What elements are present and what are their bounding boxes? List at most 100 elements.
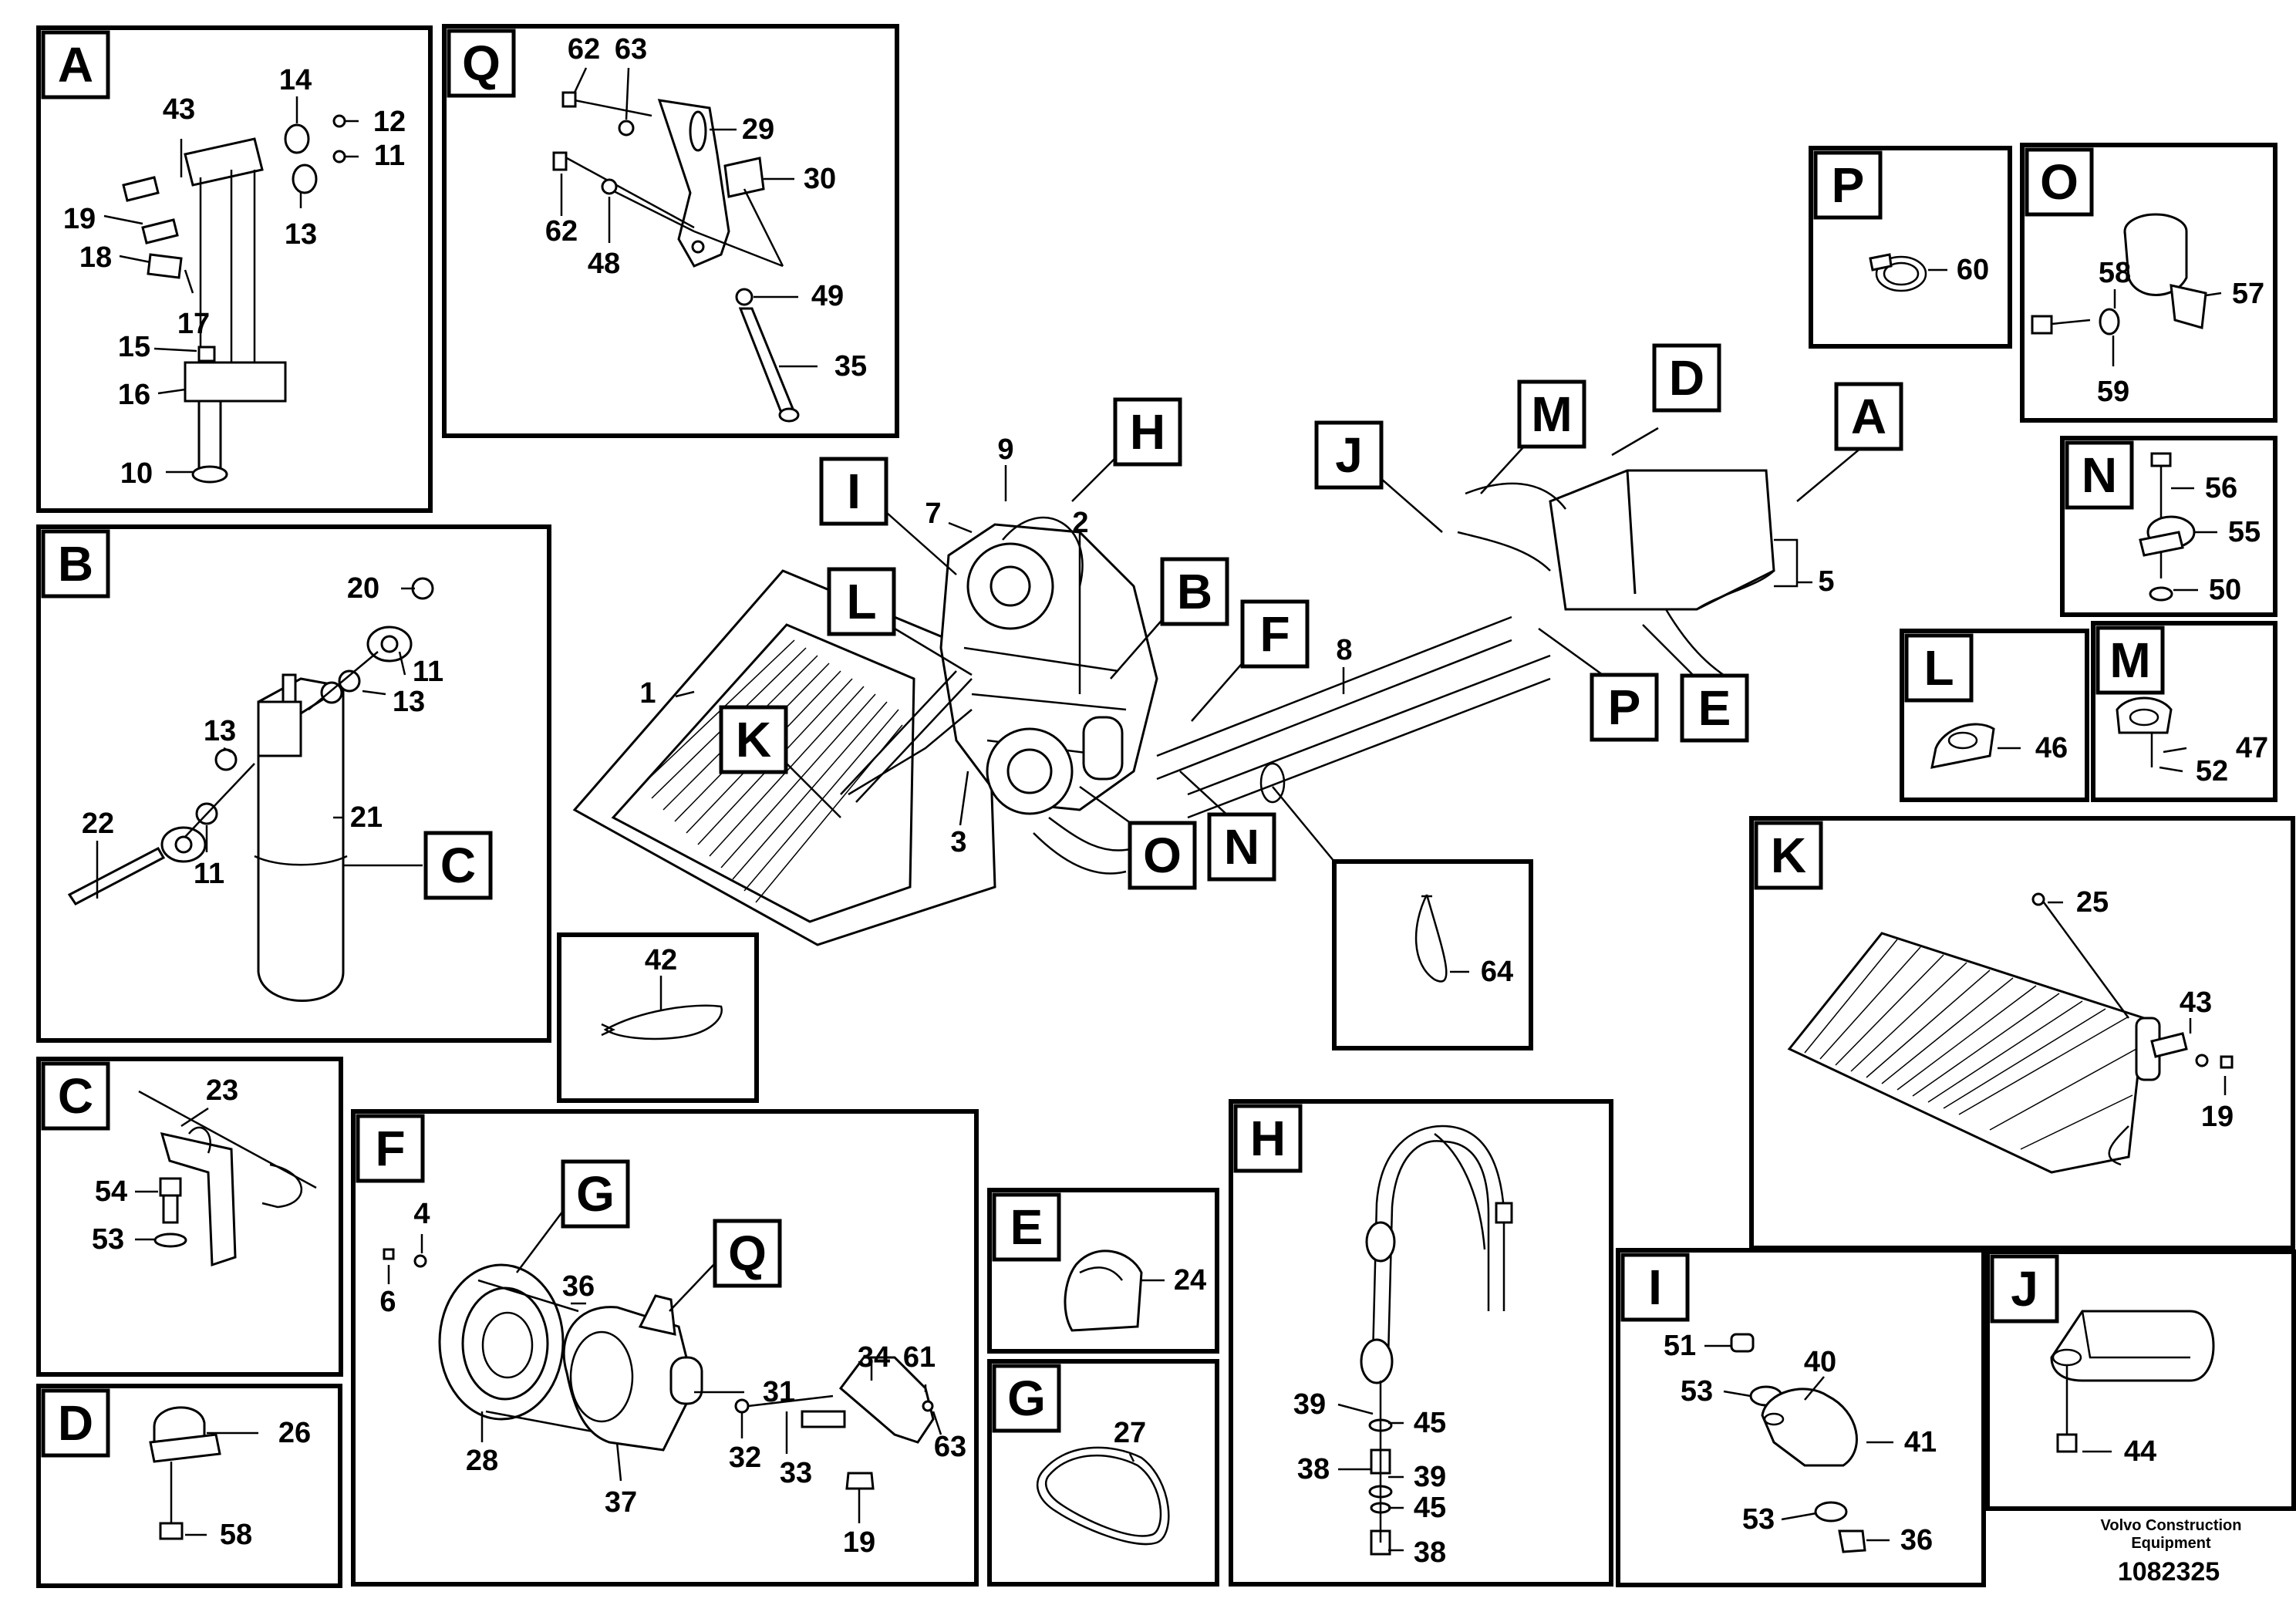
callout-23: 23 [206,1074,238,1107]
detail-box-p: P 60 [1809,146,2012,349]
detail-box-k: K 25 43 19 [1749,816,2295,1250]
callout-28: 28 [466,1445,498,1477]
callout-53: 53 [1681,1375,1713,1408]
detail-box-a: A 43 14 12 11 19 13 18 17 15 16 10 [36,25,433,513]
callout-19: 19 [63,203,96,235]
main-label-o: O [1143,828,1182,883]
callout-17: 17 [177,308,210,340]
callout-30: 30 [804,163,836,195]
callout-34: 34 [858,1341,890,1374]
main-label-i: I [847,464,861,519]
main-label-a: A [1851,389,1886,444]
detail-box-n: N 56 55 50 [2060,436,2277,617]
callout-59: 59 [2097,376,2129,408]
detail-box-o: O 58 57 59 [2020,143,2277,423]
main-label-b: B [1177,564,1212,619]
callout-46: 46 [2035,732,2068,764]
callout-43: 43 [2180,986,2212,1019]
callout-45: 45 [1414,1407,1446,1439]
callout-21: 21 [350,801,383,834]
callout-12: 12 [373,106,406,138]
callout-14: 14 [279,64,312,96]
detail-box-b: B 20 11 13 13 21 22 11 C [36,524,551,1043]
callout-5: 5 [1818,565,1834,598]
box-label-e: E [1010,1199,1043,1255]
detail-box-h: H 39 45 38 39 45 38 [1229,1099,1613,1587]
callout-63: 63 [934,1431,966,1463]
callout-19: 19 [843,1526,875,1559]
callout-11: 11 [374,140,405,172]
callout-64: 64 [1481,956,1513,988]
callout-42: 42 [645,944,677,976]
callout-58: 58 [2099,257,2131,289]
brand-line-1: Volvo Construction [2101,1517,2242,1534]
callout-7: 7 [925,497,941,530]
callout-60: 60 [1957,254,1989,286]
callout-48: 48 [588,248,620,280]
callout-16: 16 [118,379,150,411]
nested-label-q: Q [728,1226,767,1281]
callout-15: 15 [118,331,150,363]
callout-39: 39 [1293,1388,1326,1421]
box-label-q: Q [462,35,501,91]
callout-27: 27 [1114,1417,1146,1449]
callout-53: 53 [1742,1503,1775,1536]
main-label-h: H [1130,404,1165,460]
brand-line-2: Equipment [2131,1535,2211,1552]
detail-box-42: 42 [557,932,759,1103]
callout-11: 11 [194,858,224,890]
callout-10: 10 [120,457,153,490]
callout-40: 40 [1804,1346,1836,1378]
callout-58: 58 [220,1519,252,1551]
callout-8: 8 [1336,634,1352,666]
main-label-m: M [1531,386,1572,442]
detail-box-m: M 47 52 [2091,621,2277,802]
box-label-k: K [1771,828,1806,883]
detail-box-e: E 24 [987,1188,1219,1354]
drawing-number: 1082325 [2118,1557,2220,1587]
main-label-n: N [1224,819,1259,875]
box-label-p: P [1832,157,1865,213]
callout-41: 41 [1904,1426,1937,1458]
callout-20: 20 [347,572,379,605]
detail-box-i: I 51 40 53 41 53 36 [1616,1248,1986,1587]
box-label-l: L [1923,640,1954,696]
callout-52: 52 [2196,755,2228,787]
callout-22: 22 [82,808,114,840]
callout-13: 13 [285,218,317,251]
callout-54: 54 [95,1175,127,1208]
callout-38: 38 [1414,1536,1446,1569]
box-label-d: D [58,1395,93,1451]
callout-55: 55 [2228,516,2261,548]
box-label-a: A [58,37,93,93]
detail-box-c: C 23 54 53 [36,1057,343,1377]
main-label-e: E [1698,680,1731,736]
main-label-k: K [736,712,771,767]
main-view-labels: A D M J P E H I L B [639,343,1903,890]
box-label-g: G [1007,1371,1046,1426]
box-label-h: H [1250,1111,1286,1166]
callout-11: 11 [413,656,443,688]
callout-43: 43 [163,93,195,126]
detail-box-l: L 46 [1900,629,2089,802]
box-label-c: C [58,1068,93,1124]
callout-1: 1 [639,677,656,710]
detail-box-j: J 44 [1985,1249,2296,1511]
callout-49: 49 [811,280,844,312]
callout-37: 37 [605,1486,637,1519]
callout-44: 44 [2124,1435,2156,1468]
callout-36: 36 [1900,1524,1933,1556]
box-label-m: M [2109,632,2150,688]
callout-13: 13 [393,686,425,718]
main-label-f: F [1259,606,1290,662]
callout-56: 56 [2205,472,2237,504]
main-label-d: D [1669,350,1704,406]
main-label-l: L [846,574,876,629]
callout-4: 4 [413,1198,430,1230]
callout-18: 18 [79,241,112,274]
callout-19: 19 [2201,1101,2234,1133]
callout-32: 32 [729,1442,761,1474]
callout-26: 26 [278,1417,311,1449]
nested-label-g: G [576,1166,615,1222]
